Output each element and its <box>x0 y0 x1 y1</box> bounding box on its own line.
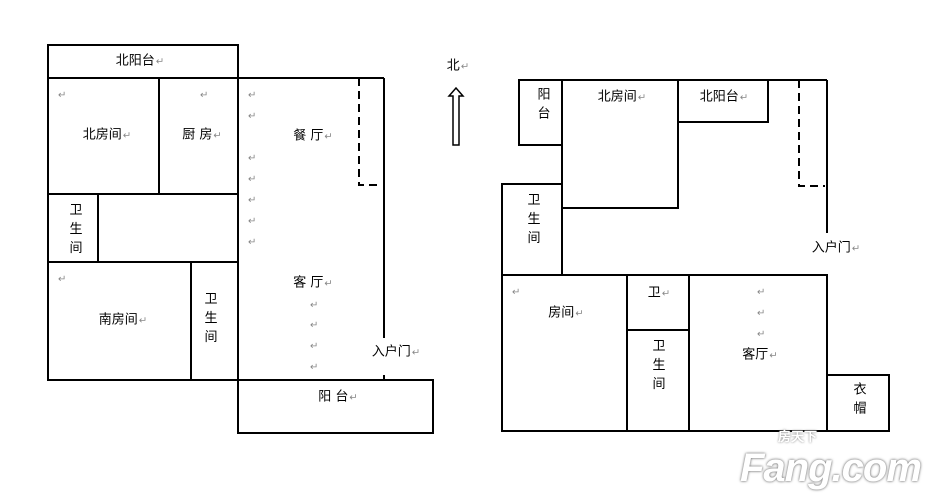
label-text: 北房间 <box>82 127 122 143</box>
room-label-bathroom-r2: 卫生间 <box>649 338 665 396</box>
watermark-cn: 房天下 <box>778 430 818 445</box>
label-text: 厨 房 <box>182 127 213 143</box>
paragraph-mark: ↵ <box>661 288 671 300</box>
paragraph-mark: ↵ <box>460 61 470 73</box>
paragraph-mark: ↵ <box>575 308 584 320</box>
paragraph-mark: ↵ <box>324 278 333 290</box>
room-label-bathroom-2: 卫生间 <box>201 291 217 349</box>
paragraph-mark: ↵ <box>851 243 861 255</box>
room-label-cloakroom-r: 衣帽 <box>850 382 866 420</box>
label-text: 北房间 <box>597 89 637 105</box>
label-text: 餐 厅 <box>293 128 324 144</box>
room-label-balcony: 阳 台↵ <box>318 391 358 404</box>
balcony-wall <box>237 379 434 434</box>
room-label-room-r: 房间↵ <box>548 307 583 320</box>
room-label-north-room-r: 北房间↵ <box>598 91 646 104</box>
paragraph-mark: ↵ <box>248 90 257 101</box>
entrance-label-r: 入户门↵ <box>812 242 860 255</box>
room-label-living: 客 厅↵ <box>293 277 333 290</box>
label-text: 阳台 <box>534 87 550 125</box>
label-text: 南房间 <box>98 312 138 328</box>
paragraph-mark: ↵ <box>324 131 333 143</box>
north-arrow-icon <box>447 86 465 146</box>
room-label-north-balcony: 北阳台↵ <box>116 55 164 68</box>
paragraph-mark: ↵ <box>757 329 766 340</box>
paragraph-mark: ↵ <box>248 153 257 164</box>
label-text: 卫生间 <box>66 202 82 260</box>
label-text: 卫生间 <box>201 291 217 349</box>
paragraph-mark: ↵ <box>248 237 257 248</box>
label-text: 北 <box>446 58 460 74</box>
paragraph-mark: ↵ <box>248 111 257 122</box>
paragraph-mark: ↵ <box>349 392 358 404</box>
paragraph-mark: ↵ <box>310 320 319 331</box>
room-label-north-room: 北房间↵ <box>83 129 131 142</box>
paragraph-mark: ↵ <box>739 92 749 104</box>
north-label: 北↵ <box>447 60 469 73</box>
label-text: 衣帽 <box>850 382 866 420</box>
label-text: 北阳台 <box>115 53 155 69</box>
label-text: 入户门 <box>371 344 411 360</box>
paragraph-mark: ↵ <box>248 216 257 227</box>
paragraph-mark: ↵ <box>138 315 148 327</box>
label-text: 入户门 <box>811 240 851 256</box>
paragraph-mark: ↵ <box>769 350 778 362</box>
paragraph-mark: ↵ <box>310 341 319 352</box>
paragraph-mark: ↵ <box>58 274 67 285</box>
room-label-kitchen: 厨 房↵ <box>182 129 222 142</box>
paragraph-mark: ↵ <box>637 92 647 104</box>
label-text: 客厅 <box>742 347 769 363</box>
entrance-label: 入户门↵ <box>372 346 420 359</box>
room-label-balcony-r: 阳台 <box>534 87 550 125</box>
left-plan-walls <box>47 44 434 434</box>
paragraph-mark: ↵ <box>200 90 209 101</box>
paragraph-mark: ↵ <box>248 195 257 206</box>
paragraph-mark: ↵ <box>155 56 165 68</box>
paragraph-mark: ↵ <box>248 174 257 185</box>
room-label-dining: 餐 厅↵ <box>293 130 333 143</box>
right-plan-walls <box>501 79 890 432</box>
room-label-wc-r: 卫↵ <box>648 287 670 300</box>
dashed-partition <box>358 78 382 186</box>
paragraph-mark: ↵ <box>58 90 67 101</box>
label-text: 卫 <box>647 285 661 301</box>
paragraph-mark: ↵ <box>310 300 319 311</box>
dashed-partition <box>798 80 825 187</box>
room-label-north-balcony-r: 北阳台↵ <box>700 91 748 104</box>
left-outer-wall <box>47 44 239 381</box>
room-label-south-room: 南房间↵ <box>99 314 147 327</box>
paragraph-mark: ↵ <box>122 130 132 142</box>
watermark-logo: Fang.com <box>740 446 922 490</box>
label-text: 卫生间 <box>649 338 665 396</box>
label-text: 客 厅 <box>293 275 324 291</box>
label-text: 房间 <box>548 305 575 321</box>
paragraph-mark: ↵ <box>757 287 766 298</box>
label-text: 阳 台 <box>318 389 349 405</box>
room-label-bathroom-1: 卫生间 <box>66 202 82 260</box>
label-text: 卫生间 <box>524 192 540 250</box>
wall <box>501 183 890 432</box>
wall <box>678 80 769 123</box>
paragraph-mark: ↵ <box>757 308 766 319</box>
room-label-bathroom-r1: 卫生间 <box>524 192 540 250</box>
label-text: 北阳台 <box>699 89 739 105</box>
paragraph-mark: ↵ <box>310 362 319 373</box>
paragraph-mark: ↵ <box>411 347 421 359</box>
paragraph-mark: ↵ <box>512 287 521 298</box>
paragraph-mark: ↵ <box>213 130 222 142</box>
room-label-living-r: 客厅↵ <box>742 349 777 362</box>
